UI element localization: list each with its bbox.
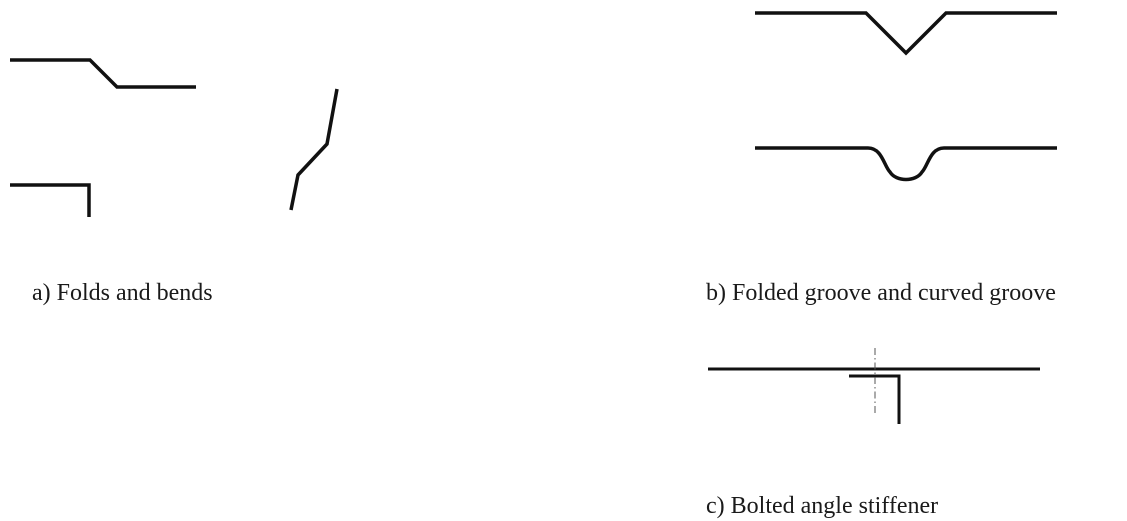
inclined-double-bend-profile bbox=[289, 88, 339, 211]
right-angle-bend-profile bbox=[10, 183, 91, 217]
angle-stiffener bbox=[849, 374, 901, 424]
folded-groove-profile bbox=[755, 11, 1057, 56]
caption-bolted-angle-stiffener: c) Bolted angle stiffener bbox=[706, 493, 939, 519]
caption-folds-and-bends: a) Folds and bends bbox=[32, 280, 213, 306]
caption-grooves: b) Folded groove and curved groove bbox=[706, 280, 1056, 306]
curved-groove-profile bbox=[755, 146, 1057, 182]
offset-fold-profile bbox=[10, 58, 196, 89]
